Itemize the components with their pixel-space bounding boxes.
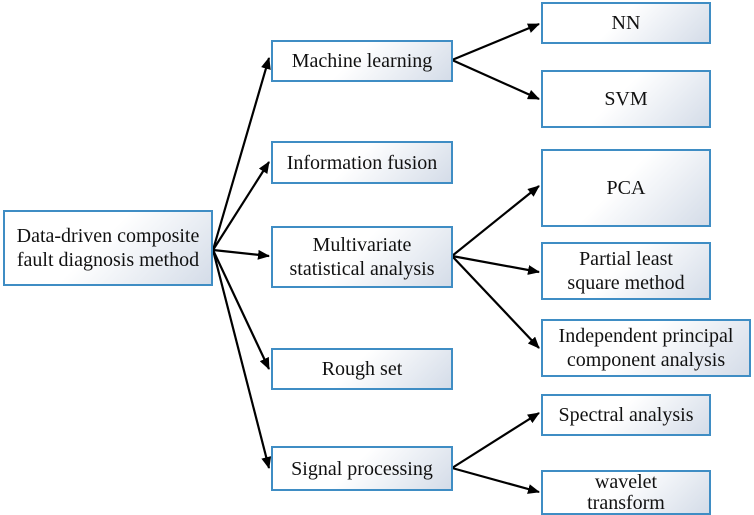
node-machine-learning: Machine learning [271, 40, 453, 82]
arrow-root-to-signal-processing [211, 249, 272, 469]
information-fusion-label: Information fusion [286, 151, 438, 174]
root-line-2: fault diagnosis method [16, 249, 200, 271]
rough-set-label: Rough set [321, 358, 403, 380]
spectral-analysis-label: Spectral analysis [558, 404, 694, 426]
multivariate-line-2: statistical analysis [289, 258, 435, 280]
node-independent-principal-component: Independent principal component analysis [541, 319, 751, 377]
arrow-ml-to-nn [451, 22, 540, 62]
pls-line-2: square method [567, 272, 685, 294]
multivariate-line-1: Multivariate [312, 234, 412, 256]
node-nn: NN [541, 2, 711, 44]
node-multivariate-statistical-analysis: Multivariate statistical analysis [271, 226, 453, 288]
node-spectral-analysis: Spectral analysis [541, 394, 711, 436]
arrow-mv-to-ipca [451, 255, 540, 349]
node-information-fusion: Information fusion [271, 141, 453, 184]
root-node: Data-driven composite fault diagnosis me… [3, 210, 213, 286]
pca-label: PCA [606, 177, 646, 199]
arrow-ml-to-svm [451, 58, 540, 101]
wavelet-line-1: wavelet [594, 470, 658, 493]
arrow-sp-to-wavelet [451, 466, 540, 494]
arrow-sp-to-spectral [451, 412, 540, 469]
arrow-mv-to-pca [451, 185, 540, 257]
nn-label: NN [611, 12, 641, 34]
pls-line-1: Partial least [579, 248, 673, 270]
signal-processing-label: Signal processing [291, 457, 433, 480]
arrow-mv-to-pls [451, 254, 540, 275]
root-line-1: Data-driven composite [16, 225, 200, 247]
node-partial-least-square: Partial least square method [541, 242, 711, 300]
node-rough-set: Rough set [271, 348, 453, 390]
node-svm: SVM [541, 70, 711, 128]
node-wavelet-transform: wavelet transform [541, 470, 711, 515]
arrow-root-to-multivariate [212, 248, 270, 260]
arrow-root-to-rough-set [212, 249, 270, 370]
node-signal-processing: Signal processing [271, 446, 453, 491]
machine-learning-label: Machine learning [291, 50, 433, 72]
wavelet-line-2: transform [587, 491, 665, 514]
arrow-root-to-machine-learning [211, 57, 271, 251]
node-pca: PCA [541, 149, 711, 227]
svm-label: SVM [604, 88, 648, 110]
arrow-root-to-information-fusion [212, 161, 270, 251]
ipca-line-1: Independent principal [558, 325, 734, 347]
ipca-line-2: component analysis [566, 349, 726, 371]
